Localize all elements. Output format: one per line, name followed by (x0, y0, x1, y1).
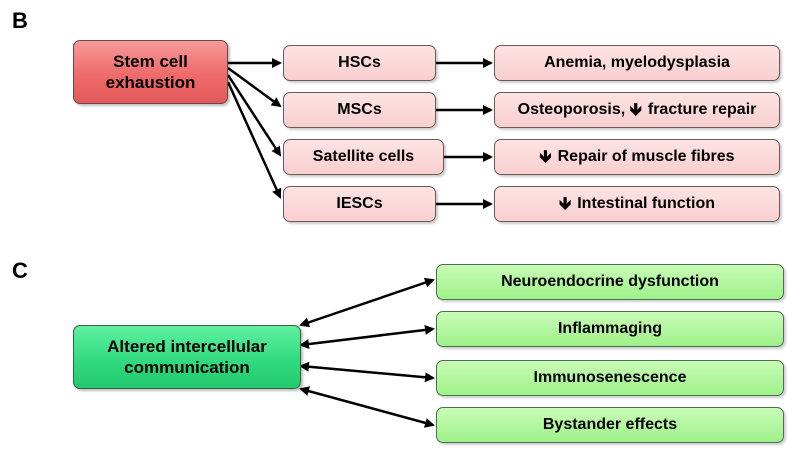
panel-c-label: C (12, 258, 28, 283)
arrow-c-neuroendocrine (299, 277, 435, 328)
arrow-c-bystander (299, 386, 435, 428)
arrow-b-source-mscs (227, 66, 282, 108)
outcome-intestinal-box: 🡻 Intestinal function (494, 186, 780, 222)
altered-communication-box: Altered intercellular communication (73, 325, 301, 389)
panel-b-label: B (12, 8, 28, 33)
down-arrow-icon: 🡻 (559, 194, 572, 214)
arrow-b-source-satellite (226, 74, 282, 157)
immunosenescence-box: Immunosenescence (436, 360, 784, 396)
neuroendocrine-box: Neuroendocrine dysfunction (436, 264, 784, 300)
arrow-b-source-iescs (226, 81, 282, 199)
arrow-c-inflammaging (299, 324, 435, 350)
mscs-box: MSCs (283, 92, 436, 128)
arrow-c-immunosenescence (299, 361, 435, 383)
outcome-anemia-box: Anemia, myelodysplasia (494, 45, 780, 81)
down-arrow-icon: 🡻 (539, 147, 552, 167)
down-arrow-icon: 🡻 (629, 100, 642, 120)
outcome-muscle-box: 🡻 Repair of muscle fibres (494, 139, 780, 175)
hscs-box: HSCs (283, 45, 436, 81)
outcome-muscle-text: Repair of muscle fibres (557, 148, 735, 165)
bystander-effects-box: Bystander effects (436, 407, 784, 443)
outcome-osteoporosis-box: Osteoporosis, 🡻 fracture repair (494, 92, 780, 128)
satellite-cells-box: Satellite cells (283, 139, 444, 175)
stem-cell-exhaustion-line1: Stem cell (113, 51, 188, 71)
outcome-intestinal-text: Intestinal function (577, 195, 715, 212)
inflammaging-box: Inflammaging (436, 311, 784, 347)
altered-communication-line1: Altered intercellular (107, 336, 267, 356)
outcome-anemia-text: Anemia, myelodysplasia (544, 54, 730, 71)
iescs-box: IESCs (283, 186, 436, 222)
outcome-fracture-text: fracture repair (647, 101, 757, 118)
outcome-osteoporosis-text: Osteoporosis, (517, 101, 630, 118)
stem-cell-exhaustion-box: Stem cell exhaustion (73, 40, 228, 104)
stem-cell-exhaustion-line2: exhaustion (105, 73, 196, 92)
altered-communication-line2: communication (124, 358, 250, 377)
